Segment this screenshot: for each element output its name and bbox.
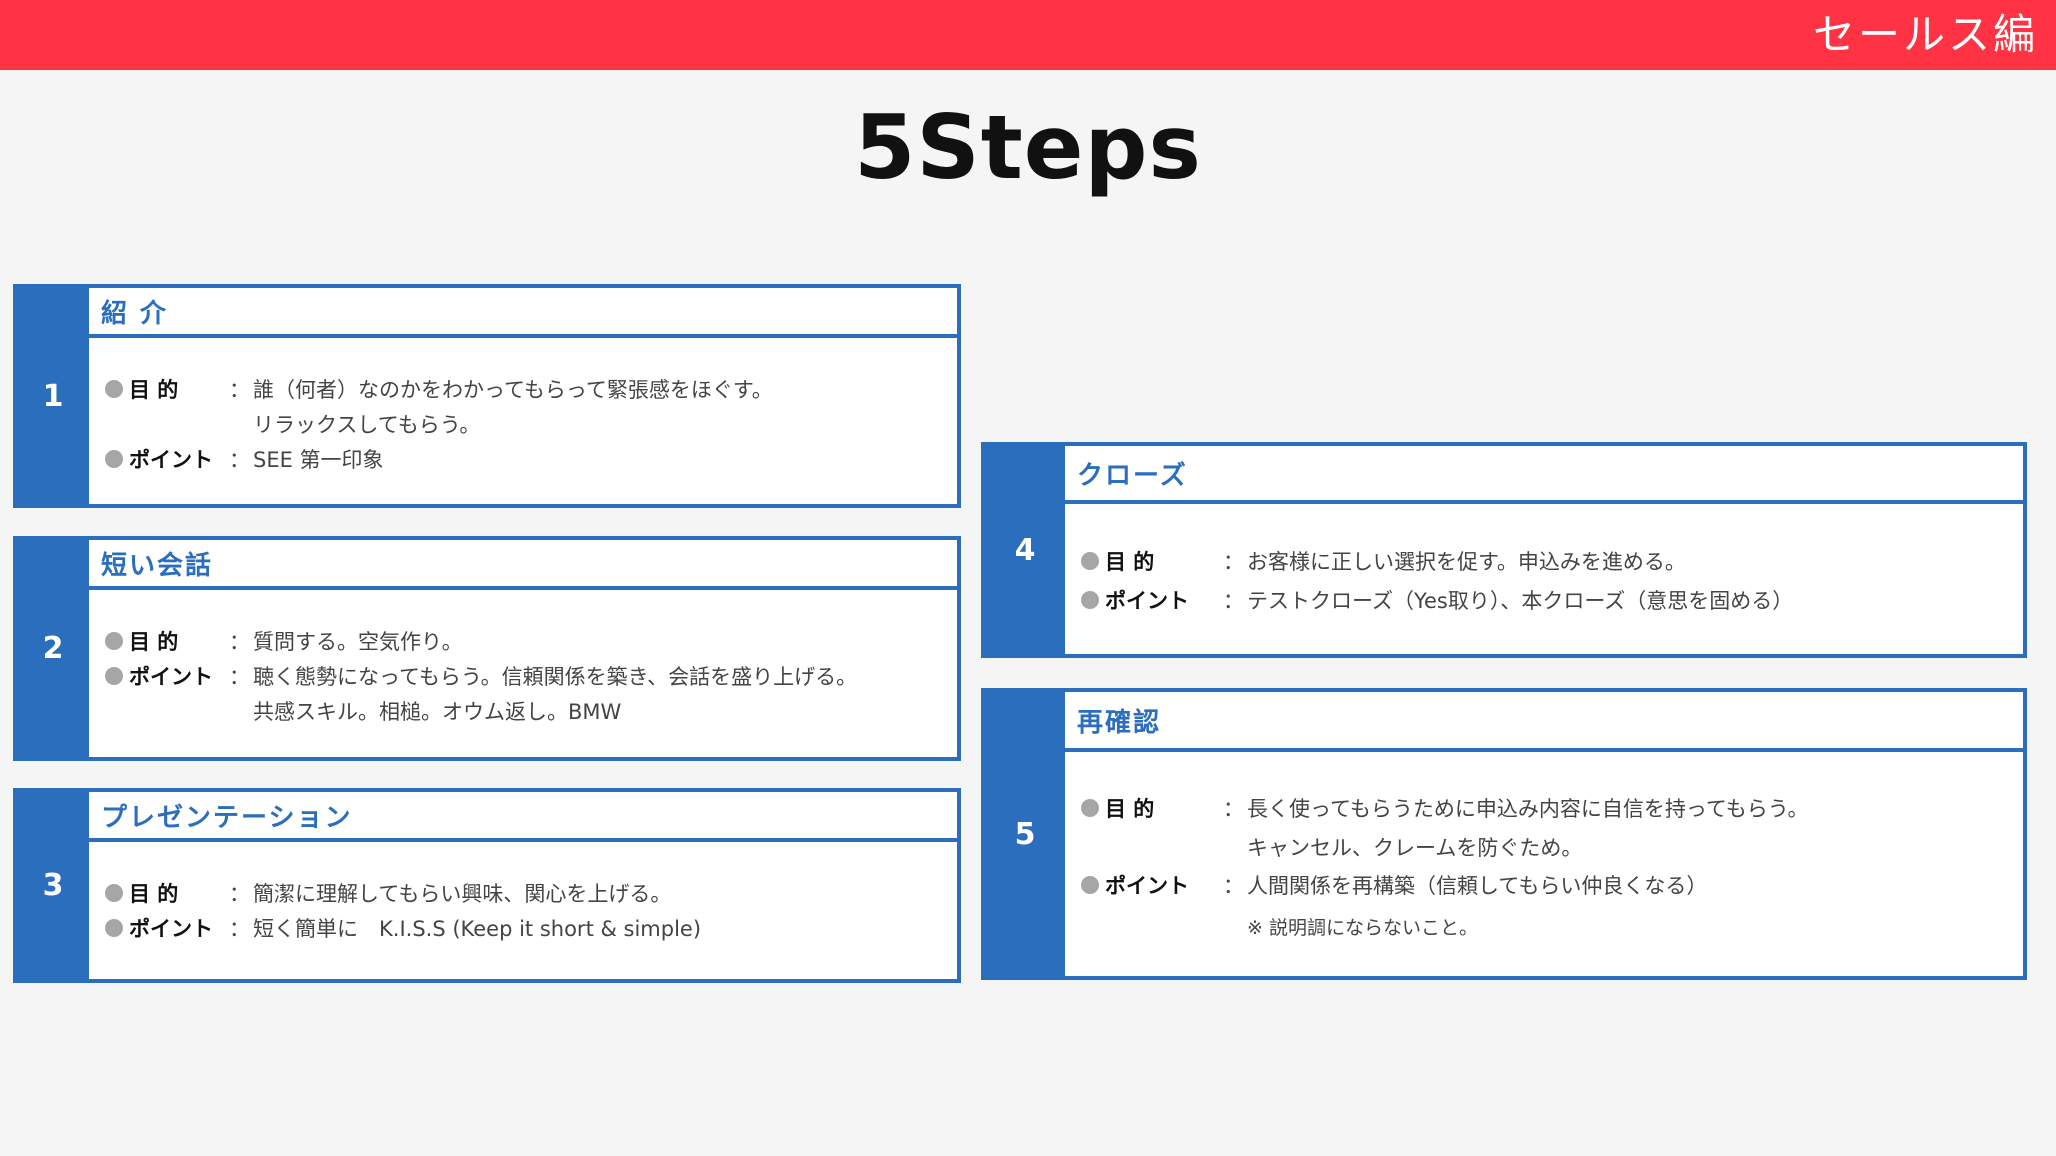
purpose-text: 簡潔に理解してもらい興味、関心を上げる。 [253, 882, 672, 906]
step-title: 紹 介 [89, 288, 957, 338]
step-body: 目 的 ： 質問する。空気作り。 ポイント ： 聴く態勢になってもらう。信頼関係… [89, 590, 957, 757]
bullet-icon [105, 667, 123, 685]
bullet-icon [1081, 552, 1099, 570]
bullet-icon [1081, 876, 1099, 894]
step-title: 再確認 [1065, 692, 2023, 752]
point-row: ポイント ： テストクローズ（Yes取り）、本クローズ（意思を固める） [1081, 583, 2013, 617]
step-body: 目 的 ： 簡潔に理解してもらい興味、関心を上げる。 ポイント ： 短く簡単に … [89, 842, 957, 979]
point-text: 聴く態勢になってもらう。信頼関係を築き、会話を盛り上げる。 [253, 665, 858, 689]
colon: ： [1223, 874, 1244, 898]
banner-title: セールス編 [1812, 10, 2038, 59]
bullet-icon [105, 919, 123, 937]
step-title: クローズ [1065, 446, 2023, 504]
bullet-icon [105, 884, 123, 902]
colon: ： [229, 917, 250, 941]
step-card-2: 2 短い会話 目 的 ： 質問する。空気作り。 ポイント ： 聴く態勢になっても… [13, 536, 961, 761]
purpose-text-cont: リラックスしてもらう。 [253, 413, 481, 437]
colon: ： [1223, 589, 1244, 613]
header-banner: セールス編 [0, 0, 2056, 70]
point-text: テストクローズ（Yes取り）、本クローズ（意思を固める） [1247, 589, 1794, 613]
purpose-row: 目 的 ： 誰（何者）なのかをわかってもらって緊張感をほぐす。 [105, 372, 947, 406]
purpose-label: 目 的 [1105, 797, 1155, 821]
step-card-3: 3 プレゼンテーション 目 的 ： 簡潔に理解してもらい興味、関心を上げる。 ポ… [13, 788, 961, 983]
point-text: 短く簡単に K.I.S.S (Keep it short & simple) [253, 917, 702, 941]
purpose-text: 質問する。空気作り。 [253, 630, 463, 654]
colon: ： [229, 882, 250, 906]
colon: ： [229, 448, 250, 472]
purpose-label: 目 的 [129, 378, 179, 402]
colon: ： [229, 665, 250, 689]
step-number: 4 [985, 446, 1065, 654]
colon: ： [229, 630, 250, 654]
purpose-label: 目 的 [129, 882, 179, 906]
colon: ： [1223, 797, 1244, 821]
bullet-icon [1081, 591, 1099, 609]
point-text-cont: 共感スキル。相槌。オウム返し。BMW [253, 700, 622, 724]
purpose-row: 目 的 ： 質問する。空気作り。 [105, 624, 947, 658]
point-row: ポイント ： 聴く態勢になってもらう。信頼関係を築き、会話を盛り上げる。 [105, 659, 947, 693]
purpose-text-cont: キャンセル、クレームを防ぐため。 [1247, 836, 1583, 860]
point-label: ポイント [129, 917, 213, 941]
purpose-row: 目 的 ： 長く使ってもらうために申込み内容に自信を持ってもらう。 [1081, 791, 2013, 825]
note-text: ※ 説明調にならないこと。 [1247, 916, 1478, 939]
point-label: ポイント [129, 448, 213, 472]
point-row: ポイント ： 短く簡単に K.I.S.S (Keep it short & si… [105, 911, 947, 945]
step-body: 目 的 ： 誰（何者）なのかをわかってもらって緊張感をほぐす。 リラックスしても… [89, 338, 957, 504]
note-row: ※ 説明調にならないこと。 [1081, 909, 2013, 943]
step-card-4: 4 クローズ 目 的 ： お客様に正しい選択を促す。申込みを進める。 ポイント … [981, 442, 2027, 658]
point-text: SEE 第一印象 [253, 448, 384, 472]
purpose-row: 目 的 ： 簡潔に理解してもらい興味、関心を上げる。 [105, 876, 947, 910]
point-label: ポイント [129, 665, 213, 689]
point-row: ポイント ： SEE 第一印象 [105, 442, 947, 476]
step-body: 目 的 ： お客様に正しい選択を促す。申込みを進める。 ポイント ： テストクロ… [1065, 504, 2023, 654]
point-label: ポイント [1105, 589, 1189, 613]
step-title: プレゼンテーション [89, 792, 957, 842]
colon: ： [1223, 550, 1244, 574]
purpose-row: 目 的 ： お客様に正しい選択を促す。申込みを進める。 [1081, 544, 2013, 578]
bullet-icon [105, 380, 123, 398]
bullet-icon [1081, 799, 1099, 817]
step-card-1: 1 紹 介 目 的 ： 誰（何者）なのかをわかってもらって緊張感をほぐす。 リラ… [13, 284, 961, 508]
bullet-icon [105, 632, 123, 650]
colon: ： [229, 378, 250, 402]
page-title: 5Steps [854, 96, 1202, 199]
purpose-label: 目 的 [129, 630, 179, 654]
purpose-text: 長く使ってもらうために申込み内容に自信を持ってもらう。 [1247, 797, 1809, 821]
point-label: ポイント [1105, 874, 1189, 898]
step-body: 目 的 ： 長く使ってもらうために申込み内容に自信を持ってもらう。 キャンセル、… [1065, 752, 2023, 976]
purpose-label: 目 的 [1105, 550, 1155, 574]
point-text: 人間関係を再構築（信頼してもらい仲良くなる） [1247, 874, 1708, 898]
step-card-5: 5 再確認 目 的 ： 長く使ってもらうために申込み内容に自信を持ってもらう。 … [981, 688, 2027, 980]
point-continuation: 共感スキル。相槌。オウム返し。BMW [105, 694, 947, 728]
purpose-continuation: リラックスしてもらう。 [105, 407, 947, 441]
purpose-text: お客様に正しい選択を促す。申込みを進める。 [1247, 550, 1686, 574]
step-title: 短い会話 [89, 540, 957, 590]
purpose-continuation: キャンセル、クレームを防ぐため。 [1081, 830, 2013, 864]
purpose-text: 誰（何者）なのかをわかってもらって緊張感をほぐす。 [253, 378, 773, 402]
bullet-icon [105, 450, 123, 468]
step-number: 5 [985, 692, 1065, 976]
step-number: 3 [17, 792, 89, 979]
step-number: 2 [17, 540, 89, 757]
point-row: ポイント ： 人間関係を再構築（信頼してもらい仲良くなる） [1081, 868, 2013, 902]
step-number: 1 [17, 288, 89, 504]
